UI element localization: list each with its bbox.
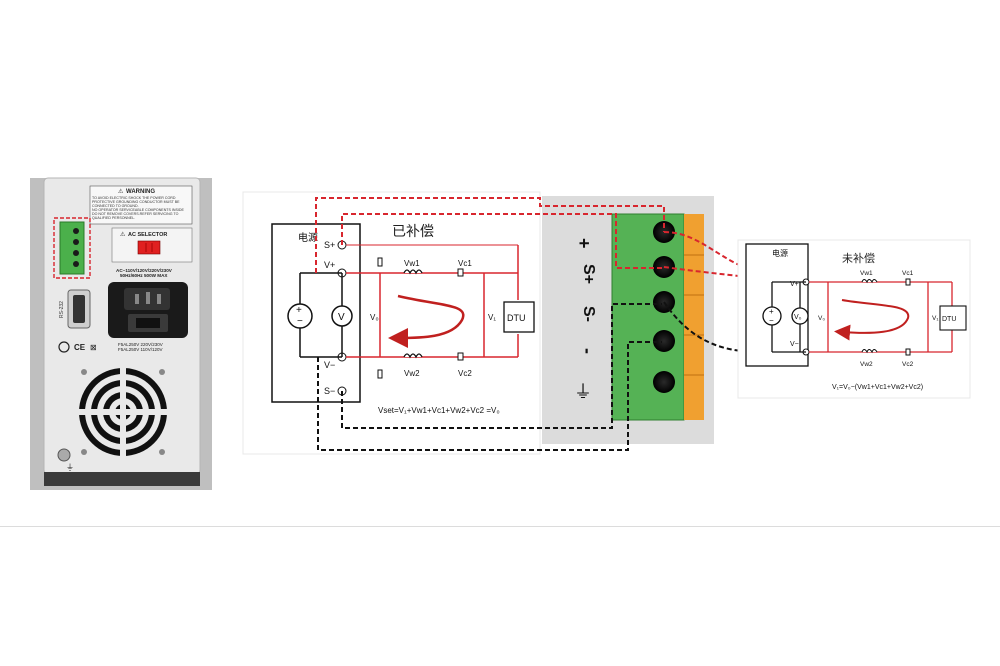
terminal-plus-label: + <box>574 238 594 249</box>
vw2-label: Vw2 <box>404 369 420 378</box>
warning-icon: ⚠ <box>118 188 124 195</box>
ac-selector-switch[interactable] <box>137 240 161 255</box>
svg-text:−: − <box>297 316 303 327</box>
terminal-sense-minus-label: S- <box>580 306 597 322</box>
v1-label: V₁ <box>932 315 939 322</box>
vw1-label: Vw1 <box>404 259 420 268</box>
psu-box-right <box>745 243 809 367</box>
terminal-label: V+ <box>324 260 335 270</box>
fuse-rating: F5AL250V 220V/230V <box>118 342 163 347</box>
terminal-label: S+ <box>324 240 335 250</box>
terminal-screw[interactable] <box>653 371 675 393</box>
ac-rating: 50Hz/60Hz 500W MAX <box>120 273 168 278</box>
current-arrow <box>388 294 465 348</box>
compensation-equation: Vset=V₁+Vw1+Vc1+Vw2+Vc2 =V₀ <box>378 406 500 415</box>
ac-selector-label: AC SELECTOR <box>128 232 167 238</box>
ac-selector: ⚠ AC SELECTOR <box>111 227 193 263</box>
rear-panel: ⚠ WARNING TO AVOID ELECTRIC SHOCK THE PO… <box>30 177 212 490</box>
ce-mark: CE <box>74 343 86 352</box>
v0-label: V₀ <box>818 315 825 322</box>
rs232-port[interactable]: RS-232 <box>59 289 91 329</box>
vc1-label: Vc1 <box>902 270 914 277</box>
warning-text: TO AVOID ELECTRIC SHOCK THE POWER CORD <box>92 196 176 200</box>
warning-label: ⚠ WARNING TO AVOID ELECTRIC SHOCK THE PO… <box>89 185 193 225</box>
terminal-screw[interactable] <box>653 330 675 352</box>
svg-text:+: + <box>769 307 774 316</box>
warning-text: NO OPERATOR SERVICEABLE COMPONENTS INSID… <box>92 208 184 212</box>
terminal-label: V− <box>324 360 335 370</box>
ground-icon: ⏚ <box>574 382 592 402</box>
vc1-label: Vc1 <box>458 259 472 268</box>
vc2-label: Vc2 <box>902 361 914 368</box>
vc2-label: Vc2 <box>458 369 472 378</box>
psu-label: 电源 <box>298 231 318 244</box>
v0-label: V₀ <box>370 313 379 322</box>
svg-text:−: − <box>769 316 774 325</box>
voltage-source-icon <box>762 306 782 326</box>
warning-text: PROTECTIVE GROUNDING CONDUCTOR MUST BE <box>92 200 180 204</box>
terminal-label: V− <box>790 341 799 348</box>
voltmeter-icon <box>331 305 353 327</box>
terminal-block: + S+ S- - ⏚ <box>542 196 714 444</box>
load-label: DTU <box>507 313 526 323</box>
warning-icon: ⚠ <box>120 231 126 238</box>
meter-label: V <box>338 312 345 323</box>
compensated-title: 已补偿 <box>392 223 434 239</box>
right-circuit: 电源 未补偿 V+ V− + − V₀ Vw1 Vc1 Vw2 Vc2 V₀ V… <box>737 239 971 399</box>
fuse-rating: F5AL250V 110V/120V <box>118 347 162 352</box>
svg-text:+: + <box>296 305 302 316</box>
ac-rating: AC~110V/120V/220V/230V <box>116 268 173 273</box>
bottom-divider <box>0 526 1000 527</box>
ground-icon: ⏚ <box>66 463 74 472</box>
ground-screw <box>57 448 71 462</box>
terminal-label: V+ <box>790 281 799 288</box>
warning-title: WARNING <box>126 189 155 195</box>
terminal-sense-plus-label: S+ <box>580 264 597 284</box>
dtu-load-left <box>503 301 535 333</box>
terminal-label: S− <box>324 386 335 396</box>
warning-text: DO NOT REMOVE COVERS.REFER SERVICING TO <box>92 212 179 216</box>
rear-terminal-block <box>53 217 91 279</box>
weee-icon: ⊠ <box>90 343 97 352</box>
left-circuit: 电源 已补偿 S+ V+ V− S− + − V <box>242 191 541 455</box>
voltmeter-icon <box>791 307 809 325</box>
voltage-source-icon <box>287 303 313 329</box>
vw1-label: Vw1 <box>860 270 873 277</box>
fan-grille <box>77 366 169 458</box>
ac-inlet[interactable] <box>108 282 188 338</box>
certification-icon <box>58 341 70 353</box>
warning-text: QUALIFIED PERSONNEL. <box>92 216 135 220</box>
uncompensated-equation: V₁=V₀−(Vw1+Vc1+Vw2+Vc2) <box>832 384 923 391</box>
psu-label: 电源 <box>772 248 788 258</box>
load-label: DTU <box>942 316 956 323</box>
rs232-label: RS-232 <box>59 301 65 318</box>
terminal-minus-label: - <box>578 348 598 354</box>
current-arrow <box>834 299 910 341</box>
dtu-load-right <box>939 305 967 331</box>
warning-text: CONNECTED TO GROUND. <box>92 204 139 208</box>
vw2-label: Vw2 <box>860 361 873 368</box>
v1-label: V₁ <box>488 313 496 322</box>
meter-label: V₀ <box>794 314 802 321</box>
uncompensated-title: 未补偿 <box>842 251 875 265</box>
